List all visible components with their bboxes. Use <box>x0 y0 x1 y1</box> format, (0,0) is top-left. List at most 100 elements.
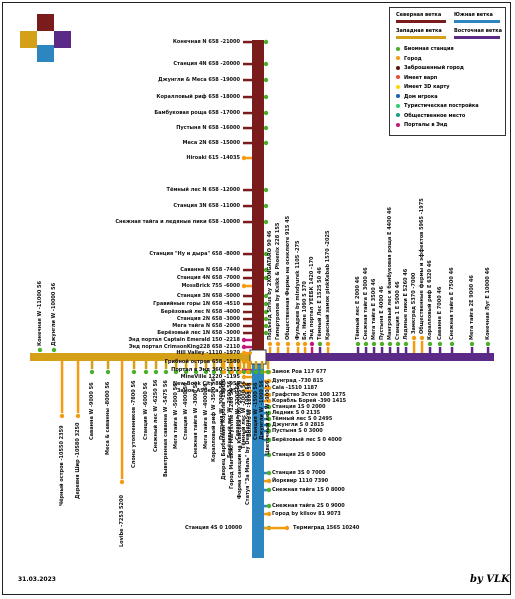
east-station-dot[interactable] <box>437 341 443 347</box>
north-station-dot[interactable] <box>263 301 269 307</box>
west-station-dot[interactable] <box>51 347 57 353</box>
north-branch-square <box>37 14 54 31</box>
east-station-dot[interactable] <box>411 335 417 341</box>
north-station-dot[interactable] <box>263 267 269 273</box>
west-station-dot[interactable] <box>163 369 169 375</box>
north-station-dot[interactable] <box>263 140 269 146</box>
west-station-dot[interactable] <box>183 369 189 375</box>
west-station-dot[interactable] <box>131 369 137 375</box>
north-station-dot[interactable] <box>263 316 269 322</box>
east-station-dot[interactable] <box>427 341 433 347</box>
west-station-dot[interactable] <box>119 479 125 485</box>
north-station-dot[interactable] <box>263 293 269 299</box>
north-station-tick <box>243 268 252 272</box>
south-station-dot[interactable] <box>266 503 272 509</box>
east-station-dot[interactable] <box>317 341 323 347</box>
west-station-dot[interactable] <box>237 369 243 375</box>
east-station-dot[interactable] <box>469 341 475 347</box>
north-station-dot[interactable] <box>241 155 247 161</box>
west-station-dot[interactable] <box>75 413 81 419</box>
south-station-label: Город by kilsov 81 9073 <box>272 511 341 517</box>
east-station-dot[interactable] <box>395 341 401 347</box>
south-station-dot[interactable] <box>266 428 272 434</box>
south-station-dot[interactable] <box>266 410 272 416</box>
west-station-dot[interactable] <box>143 369 149 375</box>
north-station-dot[interactable] <box>241 374 247 380</box>
south-station-dot[interactable] <box>266 404 272 410</box>
west-station-dot[interactable] <box>59 413 65 419</box>
north-station-label: Снежная тайга и ледяные пики 658 -10000 <box>115 219 240 225</box>
south-station-dot[interactable] <box>266 378 272 384</box>
west-station-label: Чёрный остров -10550 2359 <box>59 424 65 506</box>
east-station-dot[interactable] <box>267 341 273 347</box>
north-station-dot[interactable] <box>241 283 247 289</box>
south-station-dot[interactable] <box>266 398 272 404</box>
north-station-dot[interactable] <box>263 309 269 315</box>
west-station-tick <box>238 361 242 369</box>
east-station-dot[interactable] <box>325 341 331 347</box>
north-station-dot[interactable] <box>263 323 269 329</box>
east-station-dot[interactable] <box>363 341 369 347</box>
north-station-dot[interactable] <box>263 94 269 100</box>
east-station-dot[interactable] <box>403 341 409 347</box>
north-station-dot[interactable] <box>241 344 247 350</box>
west-station-dot[interactable] <box>193 369 199 375</box>
south-station-dot[interactable] <box>266 478 272 484</box>
west-station-dot[interactable] <box>241 369 247 375</box>
west-station-dot[interactable] <box>37 347 43 353</box>
east-station-dot[interactable] <box>379 341 385 347</box>
south-station-dot[interactable] <box>266 452 272 458</box>
east-station-dot[interactable] <box>485 341 491 347</box>
east-station-dot[interactable] <box>387 341 393 347</box>
south-station-dot[interactable] <box>266 437 272 443</box>
south-station-dot[interactable] <box>266 470 272 476</box>
north-station-dot[interactable] <box>263 125 269 131</box>
west-station-dot[interactable] <box>229 369 235 375</box>
west-station-dot[interactable] <box>245 369 251 375</box>
south-station-dot[interactable] <box>266 422 272 428</box>
east-station-dot[interactable] <box>419 335 425 341</box>
east-station-dot[interactable] <box>275 341 281 347</box>
west-station-dot[interactable] <box>89 369 95 375</box>
north-station-dot[interactable] <box>263 219 269 225</box>
south-station-dot[interactable] <box>266 392 272 398</box>
south-station-dot[interactable] <box>266 487 272 493</box>
south-station-dot[interactable] <box>266 416 272 422</box>
west-station-dot[interactable] <box>203 369 209 375</box>
east-station-dot[interactable] <box>295 341 301 347</box>
north-station-dot[interactable] <box>263 110 269 116</box>
west-station-dot[interactable] <box>253 369 259 375</box>
north-station-dot[interactable] <box>263 251 269 257</box>
north-station-dot[interactable] <box>241 350 247 356</box>
west-station-dot[interactable] <box>211 369 217 375</box>
north-station-dot[interactable] <box>241 381 247 387</box>
north-station-dot[interactable] <box>263 187 269 193</box>
east-station-dot[interactable] <box>355 341 361 347</box>
east-station-dot[interactable] <box>371 341 377 347</box>
north-station-dot[interactable] <box>263 39 269 45</box>
legend-item-label: Дом игрока <box>404 93 438 100</box>
north-station-label: Тёмный лес N 658 -12000 <box>166 187 240 193</box>
north-station-dot[interactable] <box>263 77 269 83</box>
south-station-dot[interactable] <box>266 385 272 391</box>
north-station-tick <box>243 111 252 115</box>
north-station-dot[interactable] <box>263 61 269 67</box>
west-station-dot[interactable] <box>221 369 227 375</box>
north-station-dot[interactable] <box>241 388 247 394</box>
east-station-dot[interactable] <box>285 341 291 347</box>
north-station-dot[interactable] <box>263 275 269 281</box>
south-station-dot[interactable] <box>266 511 272 517</box>
west-station-dot[interactable] <box>173 369 179 375</box>
north-station-dot[interactable] <box>241 337 247 343</box>
south-station-dot[interactable] <box>284 525 290 531</box>
west-station-dot[interactable] <box>153 369 159 375</box>
east-station-dot[interactable] <box>449 341 455 347</box>
west-station-dot[interactable] <box>105 369 111 375</box>
north-station-dot[interactable] <box>263 203 269 209</box>
east-station-dot[interactable] <box>309 341 315 347</box>
west-station-dot[interactable] <box>265 369 271 375</box>
south-station-label: Станция 4S 0 10000 <box>185 525 242 531</box>
west-station-dot[interactable] <box>259 369 265 375</box>
north-station-dot[interactable] <box>263 330 269 336</box>
east-station-dot[interactable] <box>302 341 308 347</box>
